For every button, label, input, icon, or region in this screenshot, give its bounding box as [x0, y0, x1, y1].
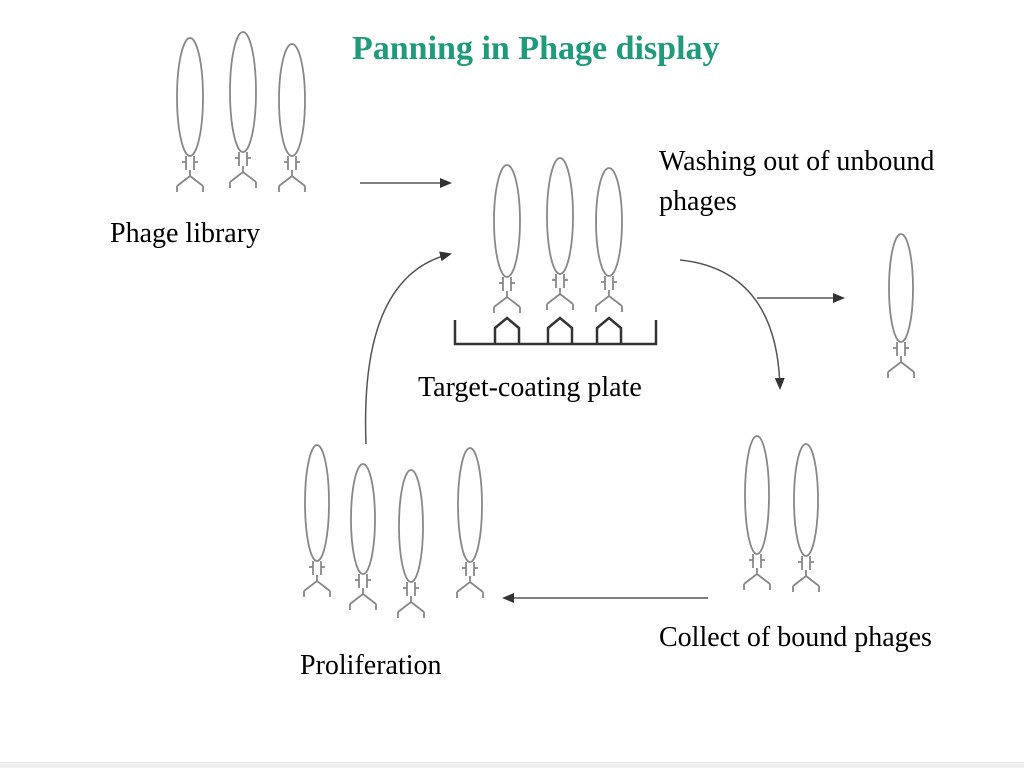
- phage-proliferated-icon: [350, 464, 376, 610]
- phage-library-icon: [177, 38, 203, 192]
- arrow-proliferation-to-plate: [366, 254, 450, 444]
- phage-library-icon: [279, 44, 305, 192]
- phage-library-icon: [230, 32, 256, 188]
- washing-label: Washing out of unbound phages: [659, 142, 1019, 222]
- phage-library-label: Phage library: [110, 214, 260, 254]
- bottom-bar: [0, 762, 1024, 768]
- phage-plate-icon: [547, 158, 573, 310]
- phage-proliferated-icon: [398, 470, 424, 618]
- target-plate-label: Target-coating plate: [418, 368, 642, 408]
- target-antigen: [597, 318, 621, 344]
- phage-collected-icon: [793, 444, 819, 592]
- target-coating-plate: [455, 318, 656, 344]
- arrow-plate-to-collect: [680, 260, 780, 388]
- phage-proliferated-icon: [457, 448, 483, 598]
- phage-plate-icon: [596, 168, 622, 312]
- phage-plate-icon: [494, 165, 520, 313]
- phage-proliferated-icon: [304, 445, 330, 597]
- collect-label: Collect of bound phages: [659, 618, 1019, 658]
- target-antigen: [548, 318, 572, 344]
- target-antigen: [495, 318, 519, 344]
- phage-washed-icon: [888, 234, 914, 378]
- phage-collected-icon: [744, 436, 770, 590]
- proliferation-label: Proliferation: [300, 646, 442, 686]
